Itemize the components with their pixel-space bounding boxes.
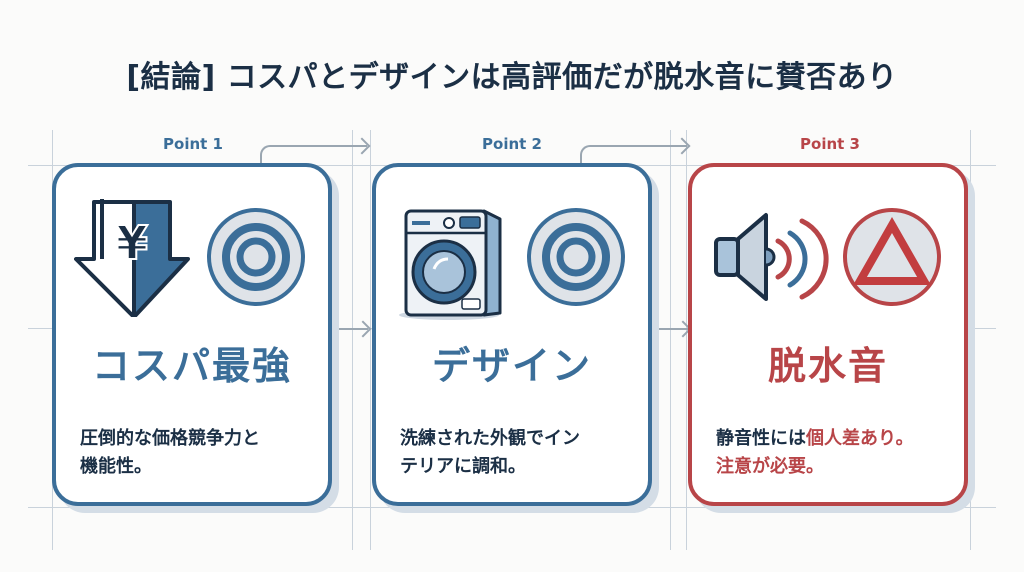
point-label-3: Point 3 <box>800 135 860 153</box>
speaker-sound-icon <box>712 197 832 317</box>
card-heading: 脱水音 <box>767 344 888 388</box>
desc-line: 圧倒的な価格競争力と <box>80 428 260 449</box>
point-label-1: Point 1 <box>163 135 223 153</box>
flow-arrow-line <box>336 328 368 330</box>
desc-line: 静音性には個人差あり。 <box>716 425 946 453</box>
arrow-right-icon <box>354 320 372 338</box>
grid-line <box>352 130 353 550</box>
double-circle-icon <box>206 207 306 307</box>
desc-accent-text: 個人差あり。 <box>806 428 914 449</box>
grid-line <box>970 130 971 550</box>
yen-down-arrow-icon: ¥ <box>74 197 194 319</box>
desc-line: テリアに調和。 <box>400 456 526 477</box>
point-card-2: デザイン 洗練された外観でイン テリアに調和。 <box>372 163 652 506</box>
card-description: 圧倒的な価格競争力と 機能性。 <box>80 425 310 481</box>
double-circle-icon <box>526 207 626 307</box>
point-card-1: ¥ コスパ最強 圧倒的な価格競争力と 機能性。 <box>52 163 332 506</box>
desc-line: 機能性。 <box>80 456 152 477</box>
svg-text:¥: ¥ <box>116 216 148 270</box>
point-card-3: 脱水音 静音性には個人差あり。 注意が必要。 <box>688 163 968 506</box>
grid-line <box>670 130 671 550</box>
card-description: 洗練された外観でイン テリアに調和。 <box>400 425 630 481</box>
desc-text: 静音性には <box>716 428 806 449</box>
page-title: [結論] コスパとデザインは高評価だが脱水音に賛否あり <box>126 60 898 95</box>
washing-machine-icon <box>394 197 514 320</box>
flow-arrow-line <box>656 328 688 330</box>
grid-line <box>28 507 996 508</box>
point-label-2: Point 2 <box>482 135 542 153</box>
grid-line <box>370 130 371 550</box>
desc-accent-line: 注意が必要。 <box>716 456 824 477</box>
grid-line <box>686 130 687 550</box>
card-heading: デザイン <box>431 344 592 388</box>
card-heading: コスパ最強 <box>91 344 292 388</box>
card-description: 静音性には個人差あり。 注意が必要。 <box>716 425 946 481</box>
triangle-warning-icon <box>842 207 942 307</box>
desc-line: 洗練された外観でイン <box>400 428 580 449</box>
